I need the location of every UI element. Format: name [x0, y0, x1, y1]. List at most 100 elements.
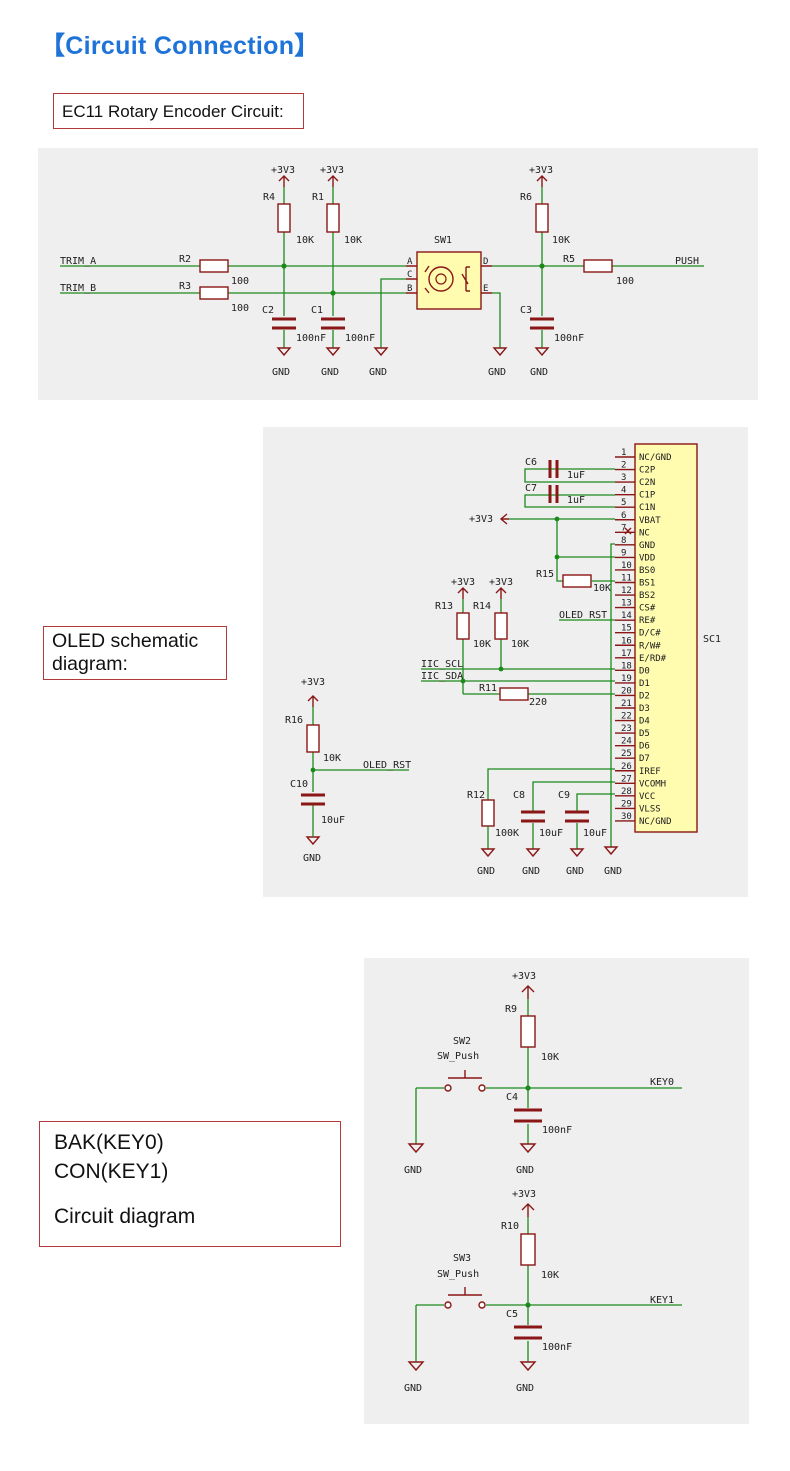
c5-ref: C5	[506, 1309, 518, 1320]
resistor-r4	[277, 203, 291, 233]
r13-value: 10K	[473, 639, 491, 650]
r6-value: 10K	[552, 235, 570, 246]
capacitor-c7	[548, 485, 559, 503]
ground-label: GND	[404, 1383, 422, 1394]
resistor-r11	[499, 687, 529, 701]
supply-label: +3V3	[271, 165, 295, 176]
sc1-ref: SC1	[703, 634, 721, 645]
capacitor-c8	[521, 810, 545, 823]
ground-label: GND	[272, 367, 290, 378]
supply-label: +3V3	[451, 577, 475, 588]
r14-value: 10K	[511, 639, 529, 650]
pin-name: VCC	[639, 792, 655, 802]
supply-label: +3V3	[489, 577, 513, 588]
keys-schematic: +3V3 R9 10K SW2 SW_Push C4 100nF KEY0 +3…	[404, 971, 682, 1394]
pin-number: 19	[621, 674, 632, 684]
pin-number: 7	[621, 523, 626, 533]
supply-label: +3V3	[512, 1189, 536, 1200]
pin-name: D2	[639, 691, 650, 701]
pin-name: VBAT	[639, 516, 661, 526]
supply-label: +3V3	[320, 165, 344, 176]
pin-number: 20	[621, 686, 632, 696]
junction-dot	[539, 263, 545, 269]
pin-name: D6	[639, 742, 650, 752]
pin-name: IREF	[639, 767, 661, 777]
r15-value: 10K	[593, 583, 611, 594]
net-iic-sda: IIC_SDA	[421, 671, 463, 682]
c9-ref: C9	[558, 790, 570, 801]
c10-ref: C10	[290, 779, 308, 790]
r3-ref: R3	[179, 281, 191, 292]
junction-dot	[330, 290, 336, 296]
resistor-r15	[562, 574, 592, 588]
resistor-r2	[199, 259, 229, 273]
pin-number: 5	[621, 498, 626, 508]
r4-ref: R4	[263, 192, 275, 203]
ground-symbol	[305, 836, 619, 858]
pin-a: A	[407, 257, 413, 267]
pin-e: E	[483, 284, 488, 294]
c4-value: 100nF	[542, 1125, 572, 1136]
c5-value: 100nF	[542, 1342, 572, 1353]
encoder-knob-icon	[428, 266, 454, 292]
junction-dot	[525, 1302, 531, 1308]
resistor-r9	[520, 1015, 536, 1048]
r11-ref: R11	[479, 683, 497, 694]
net-trim-b: TRIM_B	[60, 283, 96, 294]
junction-dot	[281, 263, 287, 269]
net-oled-rst: OLED_RST	[559, 610, 607, 621]
push-switch-sw3	[444, 1287, 486, 1309]
net-oled-rst: OLED_RST	[363, 760, 411, 771]
c4-ref: C4	[506, 1092, 518, 1103]
pin-number: 17	[621, 649, 632, 659]
net-trim-a: TRIM_A	[60, 256, 96, 267]
r2-value: 100	[231, 276, 249, 287]
c8-value: 10uF	[539, 828, 563, 839]
r2-ref: R2	[179, 254, 191, 265]
net-key0: KEY0	[650, 1077, 674, 1088]
connector-sc1	[634, 443, 698, 833]
pin-name: VDD	[639, 553, 655, 563]
pin-b: B	[407, 284, 412, 294]
resistor-r16	[306, 724, 320, 753]
r1-value: 10K	[344, 235, 362, 246]
pin-number: 4	[621, 486, 626, 496]
pin-name: VLSS	[639, 804, 661, 814]
capacitor-c1	[321, 317, 345, 330]
c7-ref: C7	[525, 483, 537, 494]
sw1-ref: SW1	[434, 235, 452, 246]
encoder-caption: EC11 Rotary Encoder Circuit:	[53, 93, 304, 129]
c9-value: 10uF	[583, 828, 607, 839]
pin-name: BS2	[639, 591, 655, 601]
r10-value: 10K	[541, 1270, 559, 1281]
pin-number: 11	[621, 574, 632, 584]
pin-name: D4	[639, 717, 650, 727]
oled-caption-line: diagram:	[52, 653, 128, 675]
r11-value: 220	[529, 697, 547, 708]
net-push: PUSH	[675, 256, 699, 267]
pin-name: D7	[639, 754, 650, 764]
ground-symbol	[276, 347, 550, 357]
pin-name: D5	[639, 729, 650, 739]
ground-label: GND	[488, 367, 506, 378]
pin-name: D0	[639, 666, 650, 676]
oled-caption-line: OLED schematic	[52, 630, 199, 652]
pin-name: NC/GND	[639, 817, 672, 827]
r9-value: 10K	[541, 1052, 559, 1063]
pin-number: 22	[621, 712, 632, 722]
pin-c: C	[407, 270, 412, 280]
pin-number: 29	[621, 799, 632, 809]
pin-number: 14	[621, 611, 632, 621]
net-iic-scl: IIC_SCL	[421, 659, 463, 670]
r16-value: 10K	[323, 753, 341, 764]
r4-value: 10K	[296, 235, 314, 246]
c2-ref: C2	[262, 305, 274, 316]
sw3-ref: SW3	[453, 1253, 471, 1264]
encoder-schematic: +3V3 +3V3 +3V3 R4 10K R1 10K R6 10K TRIM…	[60, 165, 704, 378]
pin-name: CS#	[639, 604, 656, 614]
junction-dot	[310, 767, 316, 773]
ground-label: GND	[516, 1383, 534, 1394]
ground-label: GND	[369, 367, 387, 378]
